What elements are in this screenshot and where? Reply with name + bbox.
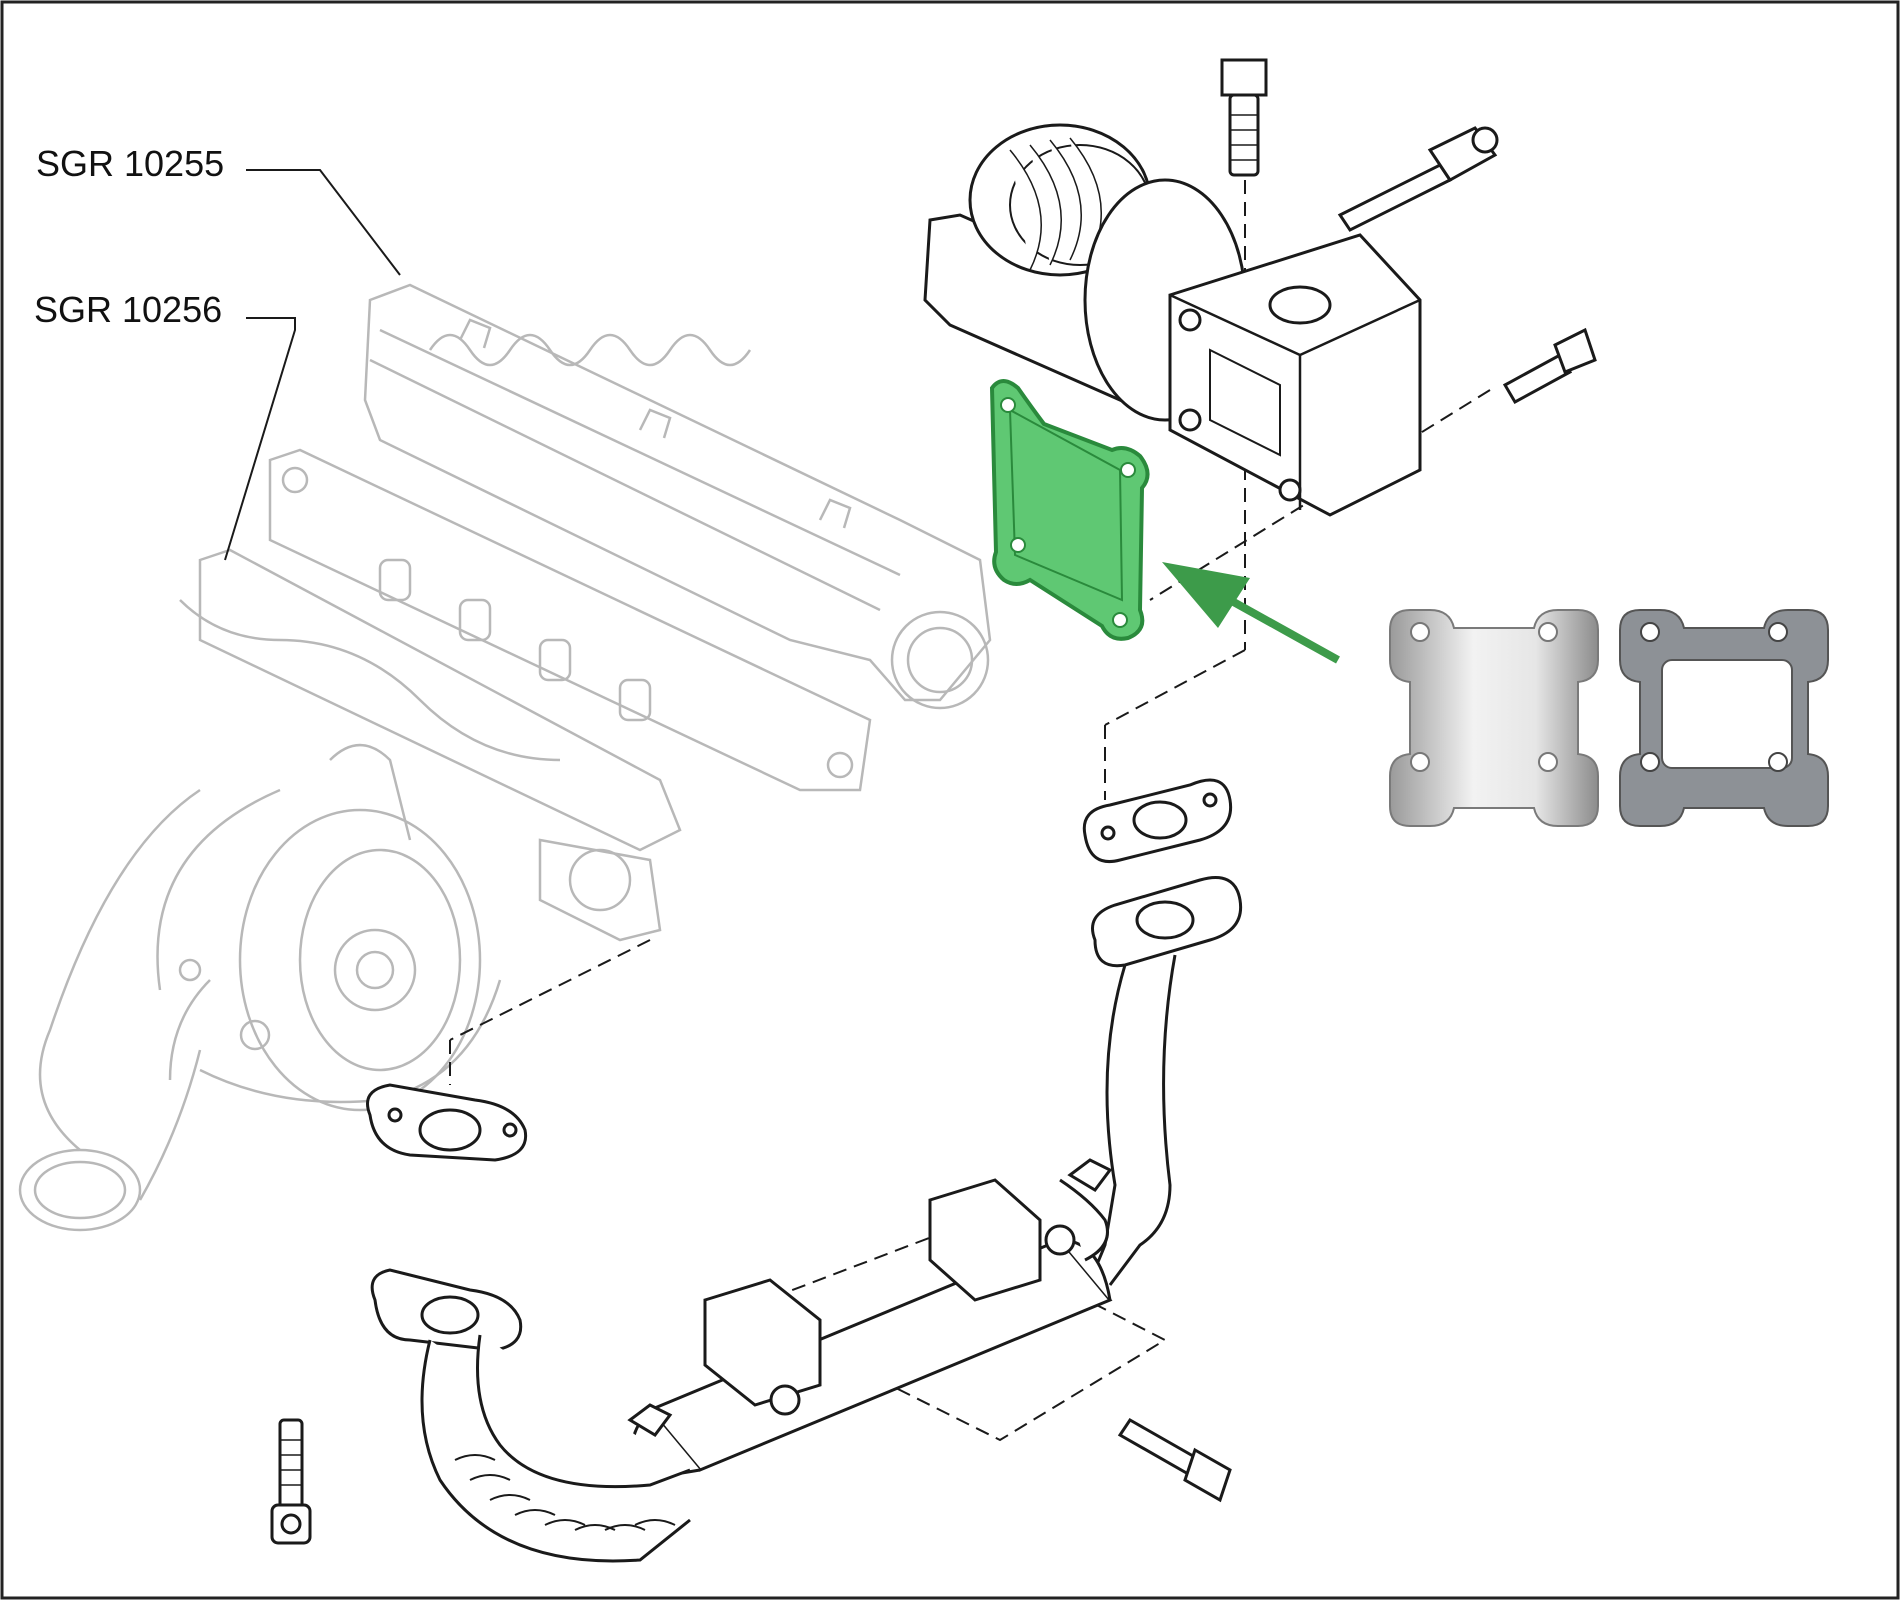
leader-line-a [246,169,401,276]
egr-cooler [627,1158,1113,1482]
callout-leaders [224,169,401,561]
egr-pipe-lower [370,1268,691,1563]
intake-manifold [363,283,992,710]
leader-line-b [224,317,296,561]
cooler-bolt [1117,1418,1232,1503]
photo-gasket [1619,609,1829,827]
exhaust-manifold [179,448,872,942]
part-number-label-1: SGR 10255 [36,143,225,184]
pointer-arrow [1162,562,1340,664]
bottom-left-bolt [270,1418,312,1545]
side-bolt-short [1502,327,1597,405]
highlighted-blanking-plate [989,379,1150,641]
flange-gasket-left [366,1083,528,1162]
part-number-label-2: SGR 10256 [34,289,223,330]
egr-valve [923,123,1422,517]
photo-metal-plate [1389,609,1599,827]
side-bolt-long [1337,126,1499,232]
flange-gasket-upper [1082,778,1233,863]
top-bolt [1220,58,1268,177]
